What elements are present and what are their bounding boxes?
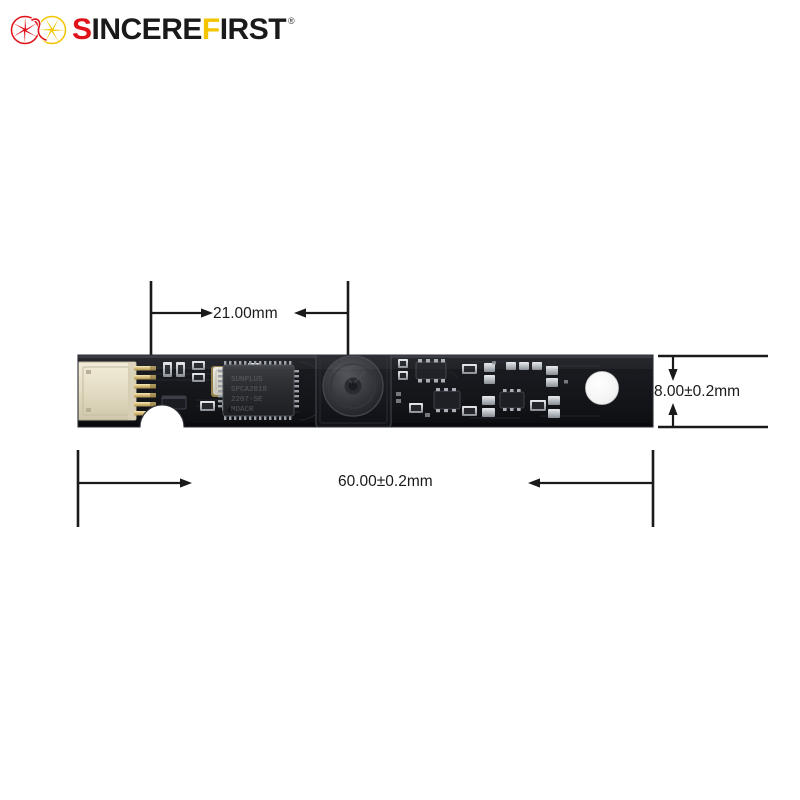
wordmark-incere: INCERE (91, 13, 203, 46)
svg-text:2207-SE: 2207-SE (231, 396, 263, 404)
brand-logo: S INCERE F IRST ® (8, 8, 295, 52)
dimension-60mm (76, 450, 655, 527)
smd-components-right (396, 359, 568, 418)
svg-text:SUNPLUS: SUNPLUS (231, 376, 263, 384)
dimension-label-width-total: 60.00±0.2mm (338, 473, 433, 490)
dimension-21mm (149, 281, 350, 356)
wordmark-s: S (72, 13, 92, 46)
wordmark-f: F (201, 13, 220, 46)
mounting-hole (585, 371, 619, 405)
dimension-label-height: 8.00±0.2mm (654, 383, 741, 400)
svg-text:SPCA2818: SPCA2818 (231, 386, 267, 394)
camera-lens-module (315, 355, 392, 427)
aperture-double-icon (10, 15, 67, 45)
brand-wordmark: S INCERE F IRST ® (72, 13, 295, 46)
svg-text:MOACR: MOACR (231, 406, 254, 414)
registered-trademark-symbol: ® (288, 16, 295, 26)
pcb-board: SUNPLUS SPCA2818 2207-SE MOACR (77, 354, 654, 428)
fpc-connector (78, 361, 156, 421)
dimension-label-width-partial: 21.00mm (213, 305, 278, 322)
main-processor-ic: SUNPLUS SPCA2818 2207-SE MOACR (218, 361, 299, 420)
dimension-8mm (658, 354, 768, 429)
wordmark-irst: IRST (219, 13, 287, 46)
